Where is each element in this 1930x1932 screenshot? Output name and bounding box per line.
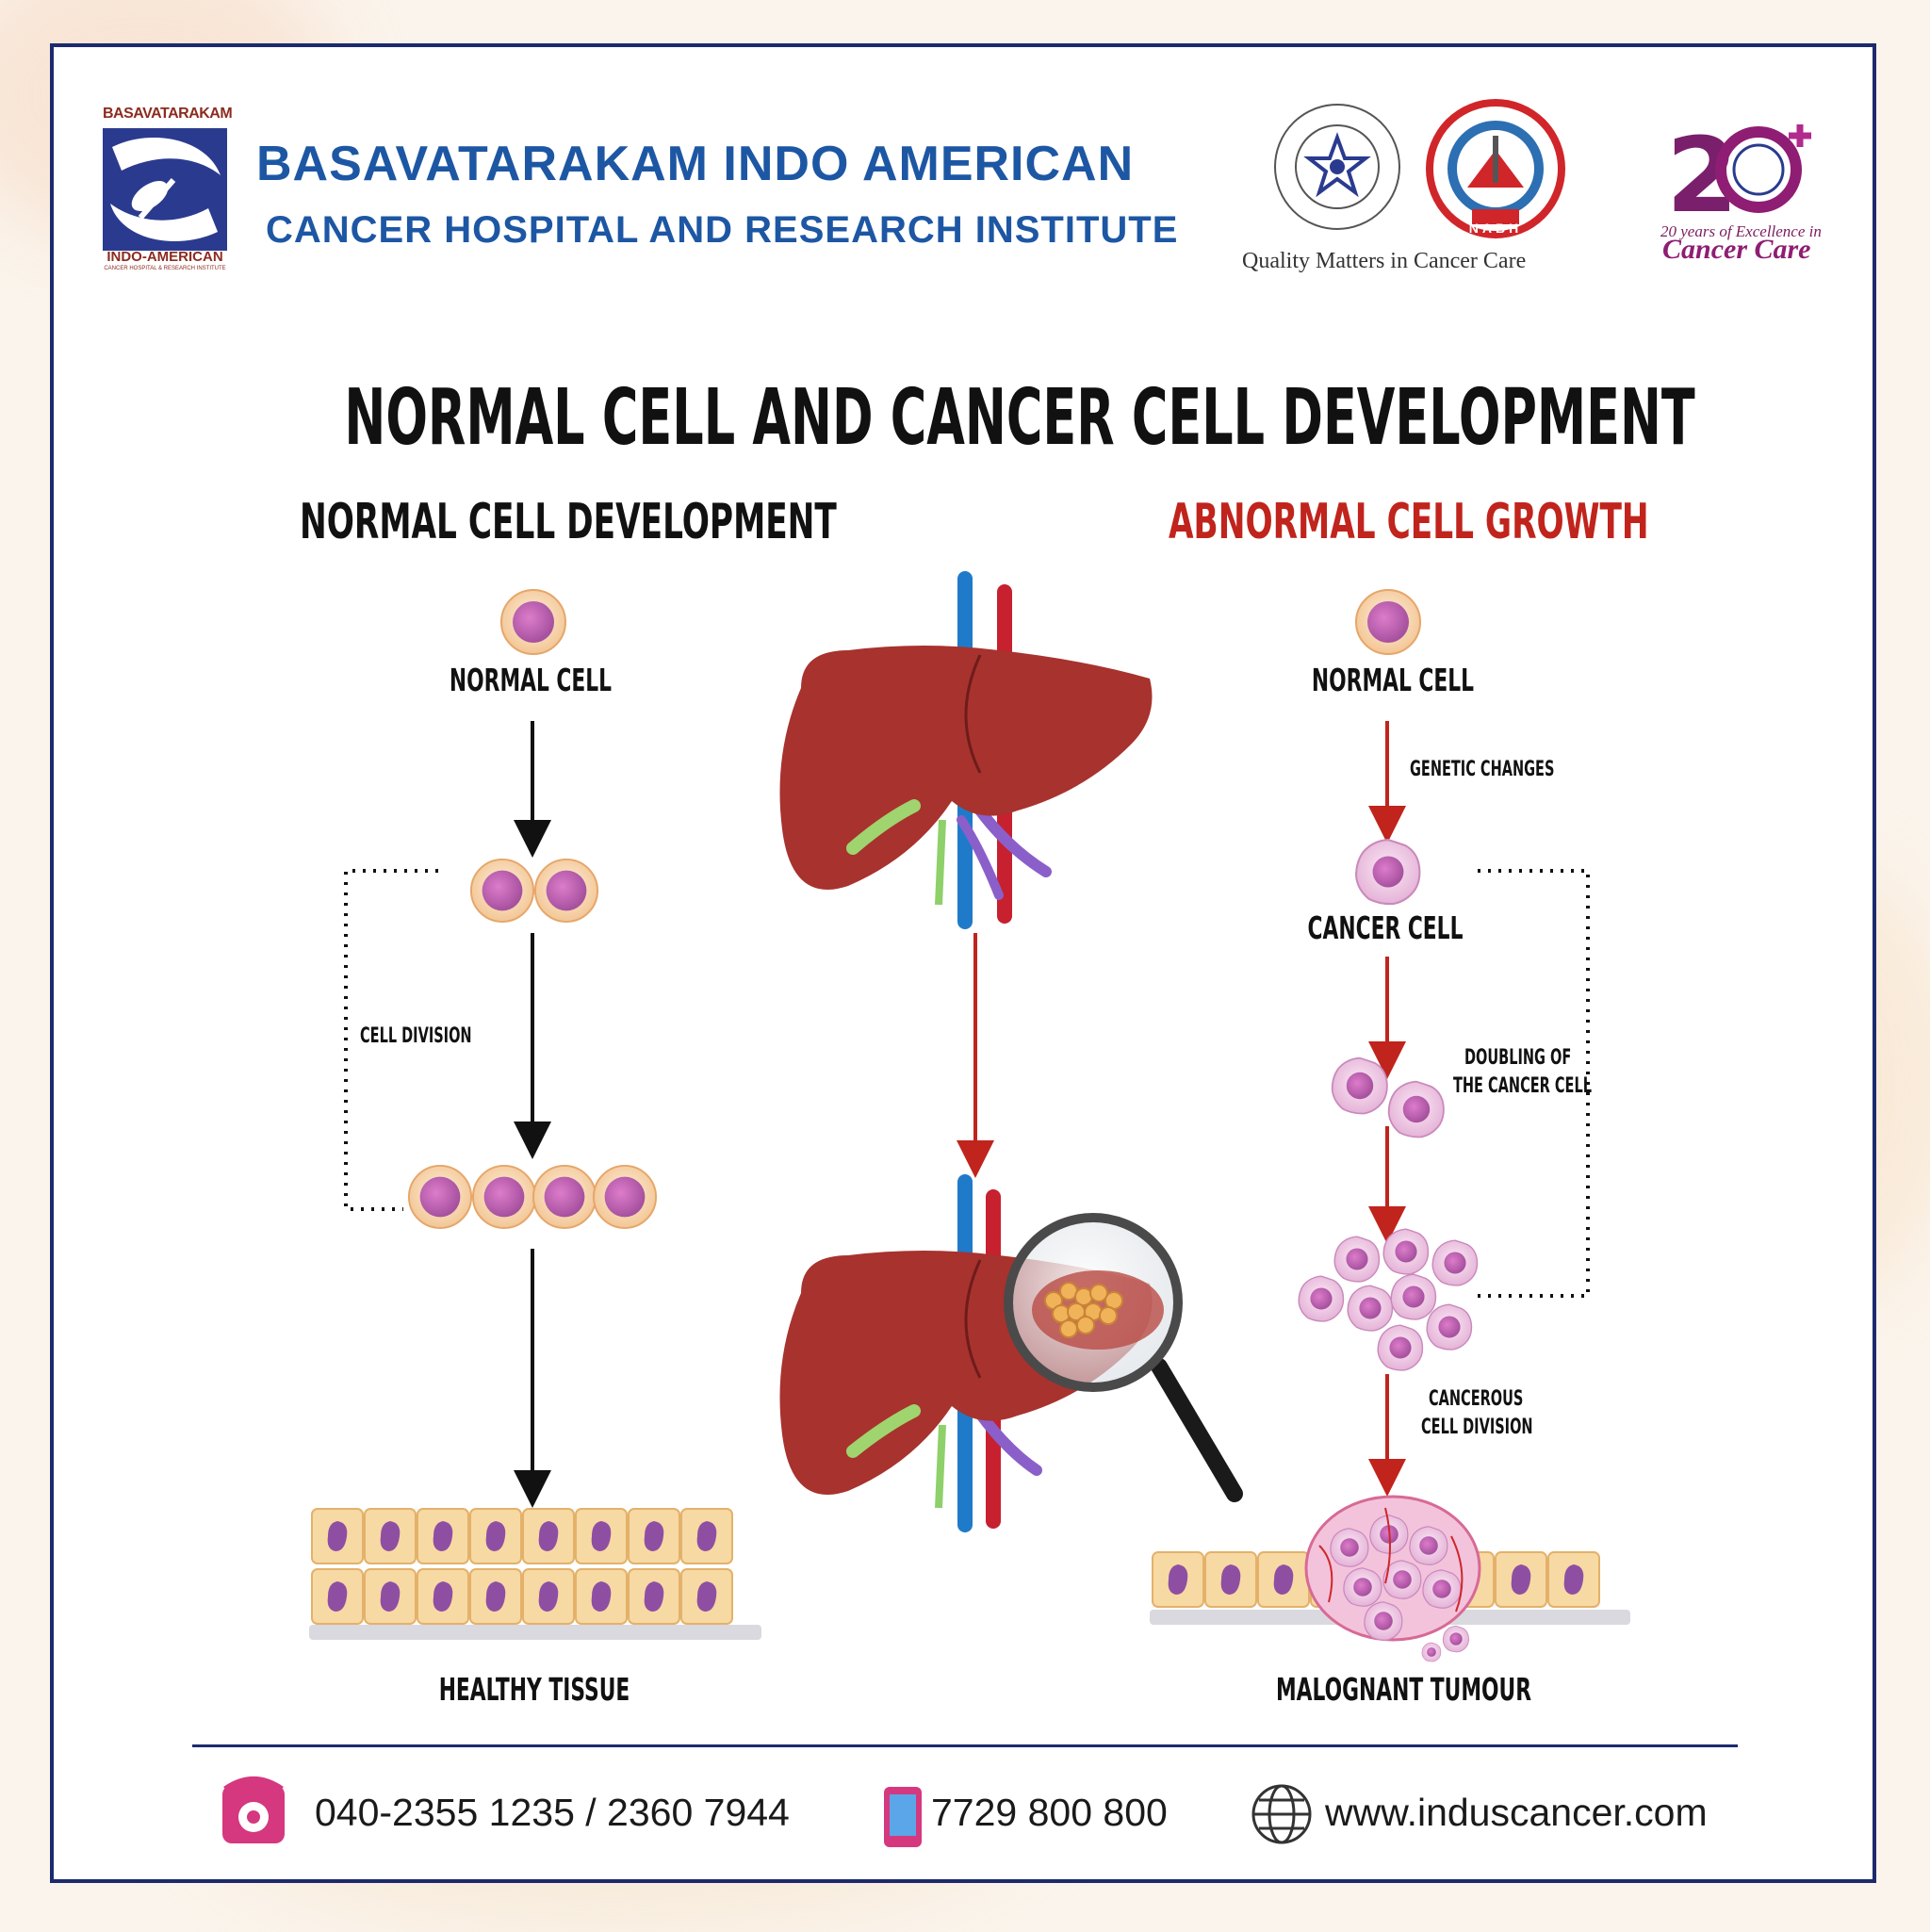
cancer-cell-icon	[1355, 839, 1421, 906]
normal-cell-icon	[500, 589, 566, 655]
cancer-division-bracket	[1478, 869, 1590, 1298]
logo-top-text: BASAVATARAKAM	[103, 106, 233, 122]
cancer-cluster-icon	[1298, 1228, 1479, 1371]
cancerous-division-line2: CELL DIVISION	[1421, 1416, 1533, 1439]
malignant-tumour-label: MALOGNANT TUMOUR	[1276, 1671, 1531, 1708]
abnormal-growth-heading: ABNORMAL CELL GROWTH	[1169, 494, 1649, 550]
nabh-label: NABH	[1468, 221, 1523, 236]
healthy-tissue-icon	[309, 1508, 761, 1640]
healthy-liver-icon	[779, 571, 1153, 929]
dividing-cell-icon	[533, 858, 599, 924]
hospital-logo	[103, 128, 227, 251]
malignant-tumour-icon	[1150, 1495, 1630, 1662]
mobile-phone-icon	[884, 1787, 922, 1847]
telephone-icon	[222, 1776, 285, 1843]
cancer-cell-label: CANCER CELL	[1307, 909, 1464, 946]
phone-number[interactable]: 040-2355 1235 / 2360 7944	[315, 1791, 790, 1834]
logo-sub-text: CANCER HOSPITAL & RESEARCH INSTITUTE	[104, 266, 226, 271]
cell-division-label: CELL DIVISION	[360, 1024, 472, 1048]
logo-bottom-text: INDO-AMERICAN	[106, 249, 223, 265]
cancerous-division-line1: CANCEROUS	[1429, 1387, 1524, 1411]
anniversary-line1: 20 years of Excellence in	[1660, 222, 1822, 240]
cancer-cell-icon	[1387, 1080, 1445, 1138]
normal-cell-icon	[1355, 589, 1421, 655]
dividing-cell-icon	[407, 1164, 473, 1230]
genetic-changes-label: GENETIC CHANGES	[1410, 758, 1555, 781]
hospital-name-line2: CANCER HOSPITAL AND RESEARCH INSTITUTE	[266, 209, 1179, 251]
website-link[interactable]: www.induscancer.com	[1325, 1791, 1708, 1834]
footer-divider	[192, 1744, 1738, 1747]
dividing-cell-icon	[471, 1164, 537, 1230]
cancer-cell-icon	[1331, 1056, 1388, 1115]
dividing-cell-icon	[592, 1164, 658, 1230]
page-title: NORMAL CELL AND CANCER CELL DEVELOPMENT	[344, 373, 1695, 463]
normal-development-heading: NORMAL CELL DEVELOPMENT	[300, 494, 837, 550]
anniversary-20-icon: 2	[1666, 115, 1817, 236]
nabl-seal-icon	[1270, 100, 1404, 238]
magnifying-glass-icon	[1004, 1213, 1243, 1502]
dividing-cell-icon	[469, 858, 535, 924]
doubling-label-line2: THE CANCER CELL	[1453, 1074, 1592, 1098]
doubling-label-line1: DOUBLING OF	[1464, 1046, 1572, 1070]
mobile-number[interactable]: 7729 800 800	[931, 1791, 1168, 1834]
normal-cell-label-right: NORMAL CELL	[1311, 662, 1475, 698]
normal-cell-label: NORMAL CELL	[449, 662, 613, 698]
anniversary-line2: Cancer Care	[1662, 234, 1811, 265]
healthy-tissue-label: HEALTHY TISSUE	[438, 1671, 630, 1708]
hospital-name-line1: BASAVATARAKAM INDO AMERICAN	[256, 137, 1135, 191]
cell-division-bracket	[344, 869, 438, 1211]
dividing-cell-icon	[532, 1164, 597, 1230]
nabh-seal-icon	[1425, 98, 1566, 244]
globe-icon	[1251, 1784, 1312, 1844]
accreditation-tagline: Quality Matters in Cancer Care	[1242, 249, 1527, 273]
